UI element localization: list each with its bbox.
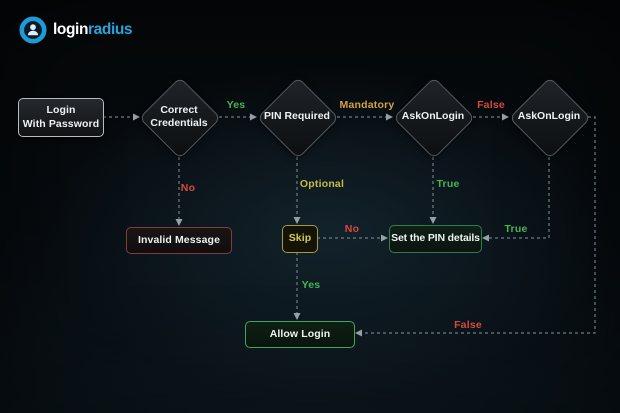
node-invalid-message: Invalid Message <box>126 227 232 254</box>
edge-label-mandatory: Mandatory <box>339 99 395 111</box>
edge-label-false-bottom: False <box>454 319 482 331</box>
node-correct-credentials: Correct Credentials <box>138 76 222 160</box>
edge-label-yes-credentials: Yes <box>226 99 246 111</box>
node-label-line1: Login <box>46 103 76 116</box>
edge-label-no-skip: No <box>344 223 360 235</box>
node-login-with-password: Login With Password <box>18 98 104 137</box>
edge-label-no-credentials: No <box>180 182 196 194</box>
node-label: Allow Login <box>269 327 331 340</box>
edge-label-false-asklogin: False <box>477 99 505 111</box>
node-label: PIN Required <box>264 110 330 123</box>
edge-label-optional: Optional <box>299 178 345 190</box>
node-label: Correct Credentials <box>140 78 218 156</box>
node-label-line2: With Password <box>22 117 100 130</box>
edge-label-true-ask1: True <box>436 178 460 190</box>
node-ask-on-login-2: AskOnLogin <box>508 76 592 160</box>
node-ask-on-login-1: AskOnLogin <box>392 76 476 160</box>
node-set-the-pin-details: Set the PIN details <box>389 225 482 253</box>
edge-ask2-to-setpin <box>482 157 550 242</box>
loginradius-logo: loginradius <box>19 16 133 44</box>
logo-text-login: login <box>53 21 89 39</box>
node-label: AskOnLogin <box>401 110 465 123</box>
logo-wordmark: loginradius <box>53 21 133 39</box>
node-label: Set the PIN details <box>391 232 480 245</box>
loginradius-logo-icon <box>19 16 47 44</box>
node-allow-login: Allow Login <box>245 321 355 348</box>
node-label-line2: Credentials <box>150 117 208 129</box>
edge-label-yes-skip: Yes <box>301 279 321 291</box>
node-label: Invalid Message <box>137 233 221 246</box>
node-label: Skip <box>288 232 312 245</box>
node-label: Login With Password <box>23 104 99 131</box>
node-skip: Skip <box>282 225 318 253</box>
edge-label-true-ask2: True <box>504 223 528 235</box>
edge-ask2-to-allow <box>355 116 596 337</box>
node-label-line1: Correct <box>160 103 198 116</box>
node-label: AskOnLogin <box>517 110 581 123</box>
logo-text-radius: radius <box>88 21 133 39</box>
node-pin-required: PIN Required <box>256 76 340 160</box>
